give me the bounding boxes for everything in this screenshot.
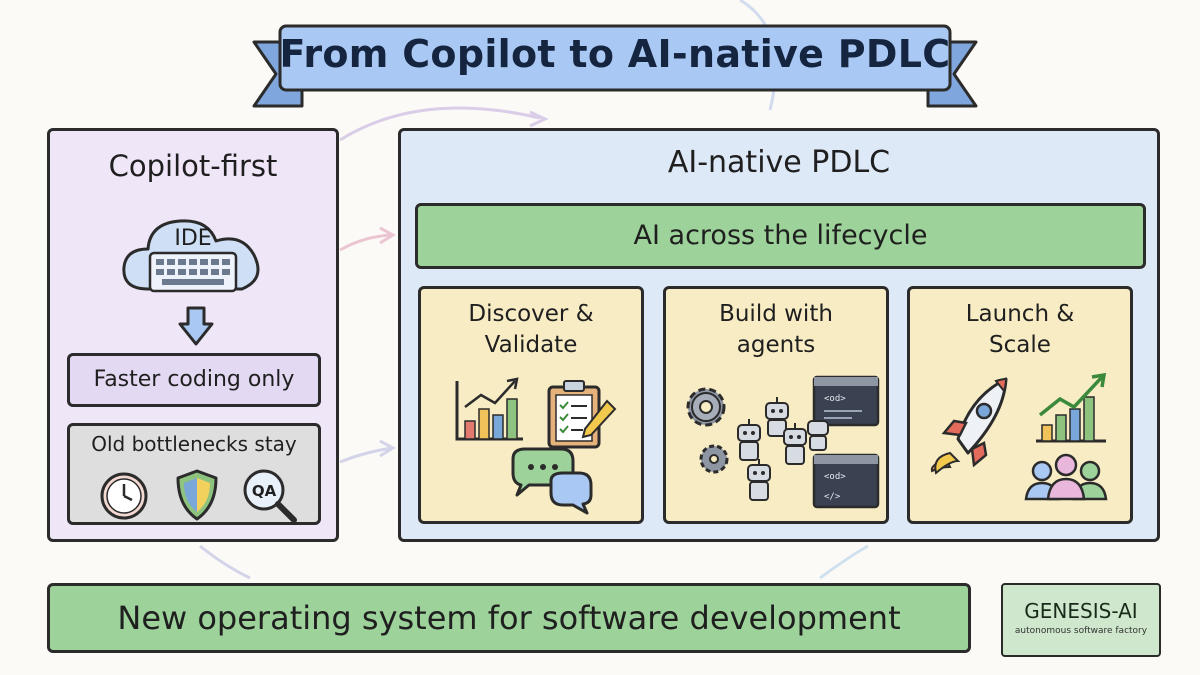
- rocket-icon: [930, 377, 1008, 475]
- robot-icon: [737, 419, 761, 461]
- code-window-icon: <od>: [812, 375, 880, 427]
- qa-label: QA: [252, 482, 277, 500]
- discover-icons: [455, 377, 617, 515]
- old-bottlenecks-box: Old bottlenecks stay QA: [67, 423, 321, 525]
- people-icon: [1024, 453, 1108, 501]
- stage-launch-scale: Launch & Scale: [907, 286, 1133, 524]
- stage-label: Discover & Validate: [468, 301, 594, 358]
- copilot-first-heading: Copilot-first: [108, 149, 278, 183]
- faster-coding-box: Faster coding only: [67, 353, 321, 407]
- page-title: From Copilot to AI-native PDLC: [279, 32, 951, 76]
- old-bottlenecks-label: Old bottlenecks stay: [91, 432, 297, 456]
- ai-native-heading: AI-native PDLC: [667, 145, 891, 180]
- robot-icon: [807, 420, 829, 451]
- down-arrow-icon: [178, 306, 214, 346]
- clipboard-checklist-icon: [547, 380, 617, 449]
- stage-build-with-agents: Build with agents <od> <od>: [663, 286, 889, 524]
- shield-icon: [176, 469, 218, 521]
- qa-magnifier-icon: QA: [243, 469, 297, 523]
- code-tag: <od>: [824, 394, 846, 404]
- genesis-ai-logo: GENESIS-AI autonomous software factory: [1001, 583, 1161, 657]
- stage-discover-validate: Discover & Validate: [418, 286, 644, 524]
- robot-icon: [747, 459, 771, 501]
- robot-icon: [765, 397, 789, 437]
- build-icons: <od> <od> </>: [686, 375, 880, 509]
- code-close-tag: </>: [824, 492, 841, 502]
- bar-chart-icon: [455, 377, 523, 441]
- new-operating-system-bar: New operating system for software develo…: [47, 583, 971, 653]
- clock-icon: [100, 472, 148, 520]
- ai-across-lifecycle-bar: AI across the lifecycle: [415, 203, 1146, 269]
- stage-label: Build with agents: [719, 301, 833, 358]
- gear-icon: [699, 444, 729, 474]
- code-tag: <od>: [824, 472, 846, 482]
- robot-icon: [783, 423, 807, 465]
- keyboard-icon: [148, 251, 238, 293]
- ai-native-pdlc-panel: AI-native PDLC AI across the lifecycle D…: [398, 128, 1160, 542]
- ribbon-shape: [252, 24, 978, 108]
- cloud-icon: IDE: [122, 219, 260, 293]
- chat-bubbles-icon: [511, 447, 593, 515]
- stage-label: Launch & Scale: [965, 301, 1075, 358]
- code-window-icon: <od> </>: [812, 453, 880, 509]
- title-banner: From Copilot to AI-native PDLC: [250, 10, 980, 110]
- logo-name: GENESIS-AI: [1024, 599, 1138, 623]
- ide-label: IDE: [174, 226, 211, 251]
- logo-tagline: autonomous software factory: [1014, 626, 1148, 636]
- launch-icons: [930, 372, 1108, 501]
- growth-chart-icon: [1036, 372, 1107, 443]
- copilot-first-panel: Copilot-first IDE Faster coding only Old…: [47, 128, 339, 542]
- gear-icon: [686, 387, 726, 427]
